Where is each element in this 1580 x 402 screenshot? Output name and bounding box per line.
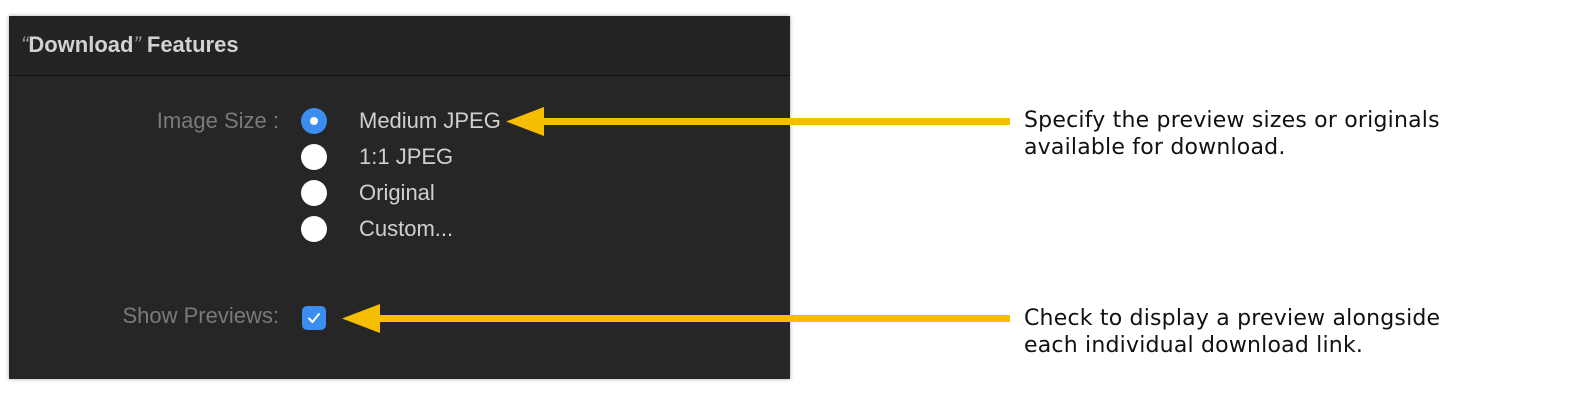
radio-label-medium-jpeg[interactable]: Medium JPEG [359,108,501,133]
title-rest: Features [140,32,239,57]
radio-label-1-1-jpeg[interactable]: 1:1 JPEG [359,144,454,169]
panel-title: “Download” Features [21,32,239,58]
image-size-note-line2: available for download. [1024,135,1286,160]
arrow-image-size [506,107,1010,136]
title-open-quote: “ [21,32,29,57]
radio-button-1-1-jpeg[interactable] [301,144,327,170]
image-size-label: Image Size : [156,108,279,133]
arrow-show-previews [342,304,1010,333]
radio-button-custom[interactable] [301,216,327,242]
show-previews-annotation: Check to display a preview alongside eac… [1024,305,1440,359]
show-previews-label: Show Previews: [122,303,279,328]
radio-option-1-1-jpeg[interactable]: 1:1 JPEG [301,142,453,172]
radio-option-original[interactable]: Original [301,178,435,208]
image-size-annotation: Specify the preview sizes or originals a… [1024,107,1440,161]
image-size-note-line1: Specify the preview sizes or originals [1024,108,1440,133]
radio-label-custom[interactable]: Custom... [359,216,454,241]
title-word: Download [28,32,134,57]
title-close-quote: ” [133,32,141,57]
radio-button-original[interactable] [301,180,327,206]
radio-label-original[interactable]: Original [359,180,435,205]
radio-selected-dot [310,117,318,125]
show-previews-checkbox[interactable] [302,306,326,330]
radio-option-custom[interactable]: Custom... [301,214,453,244]
previews-note-line2: each individual download link. [1024,333,1364,358]
radio-option-medium-jpeg[interactable]: Medium JPEG [301,106,501,136]
panel-header: “Download” Features [9,16,790,76]
radio-button-medium-jpeg[interactable] [301,108,327,134]
previews-note-line1: Check to display a preview alongside [1024,306,1441,331]
checkmark-icon [308,313,320,323]
